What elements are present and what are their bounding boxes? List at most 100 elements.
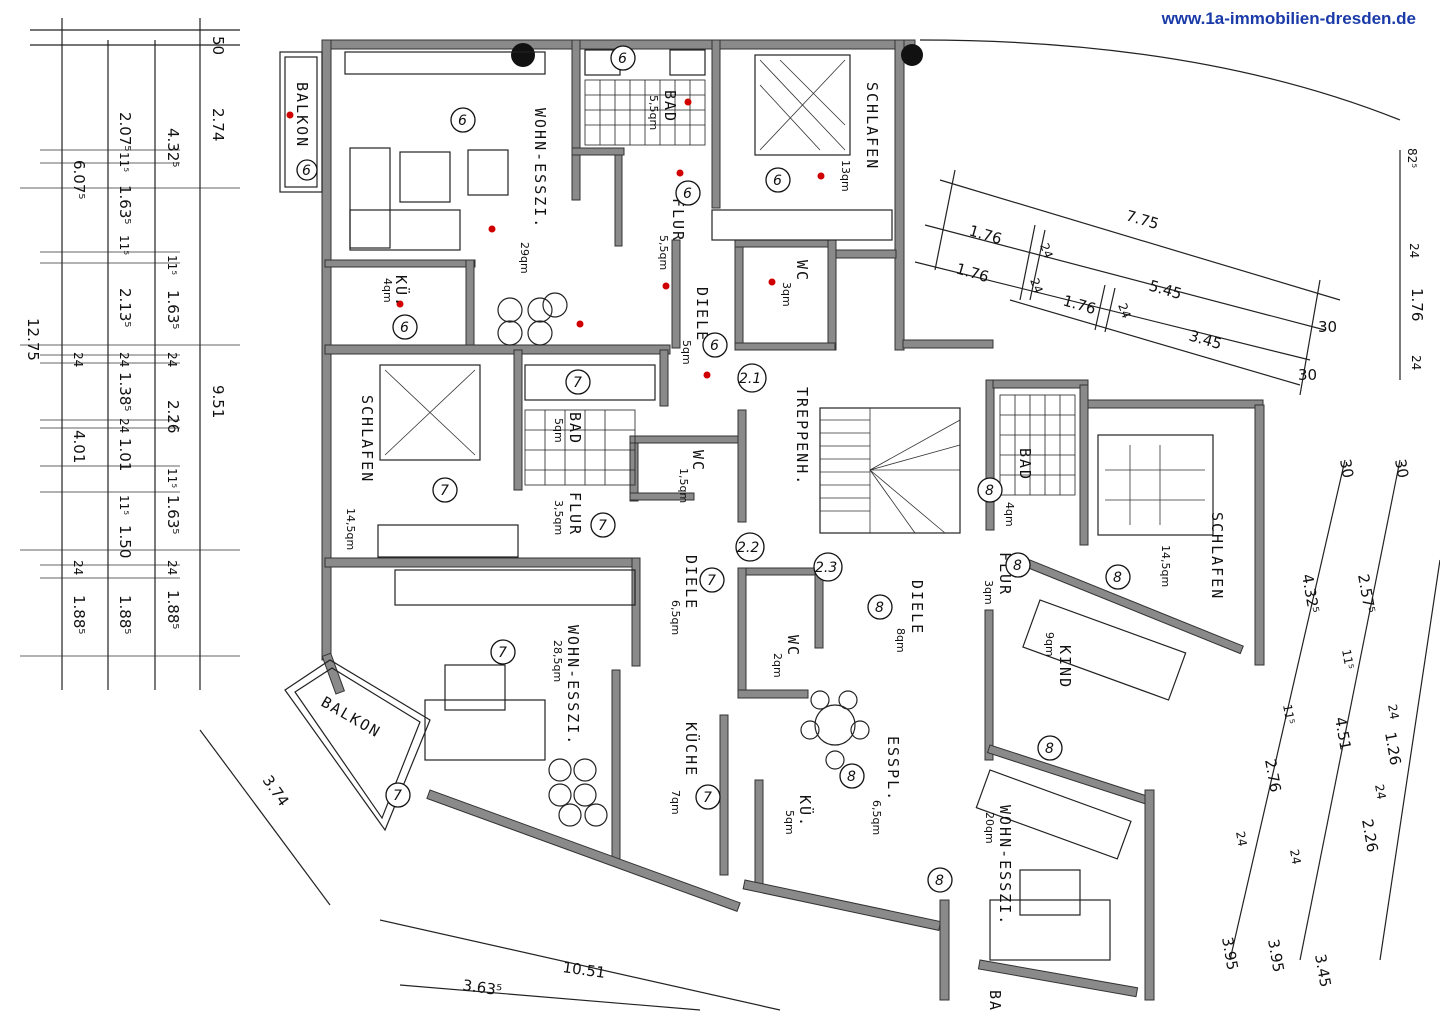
room-label-esspl: ESSPL. (884, 736, 902, 802)
room-area: 5qm (783, 810, 796, 835)
left-dimension-chain: 50 2.74 4.32⁵ 2.07⁵ 6.07⁵ 11⁵ 1.63⁵ 11⁵ … (20, 18, 240, 690)
stair-marker: 2.1 (739, 371, 761, 387)
room-area: 1,5qm (677, 468, 690, 503)
dim-label: 24 (1409, 355, 1423, 370)
dim-label: 1.88⁵ (164, 590, 182, 629)
right-dimension-chains: 30 30 4.32⁵ 2.57⁵ 11⁵ 11⁵ 4.51 24 1.26 2… (1218, 458, 1440, 989)
dim-label: 5.45 (1147, 277, 1184, 304)
dim-label: 24 (71, 560, 85, 575)
dim-label: 3.74 (259, 772, 293, 810)
room-label-wc-low: WC (784, 635, 802, 657)
room-area: 29qm (518, 242, 531, 274)
dim-label: 24 (1233, 830, 1249, 847)
dim-label: 1.76 (1408, 288, 1426, 321)
room-label-wohn-essz-right: WOHN-ESSZI. (996, 805, 1014, 926)
apartment-marker: 7 (598, 518, 607, 534)
room-label-balkon: BALKON (293, 82, 311, 148)
room-label-flur: FLUR (669, 198, 687, 242)
dim-label: 24 (1385, 703, 1401, 720)
dim-label: 30 (1318, 318, 1337, 336)
apartment-marker: 8 (847, 769, 856, 785)
dim-label: 1.63⁵ (164, 290, 182, 329)
dim-label: 24 (1372, 783, 1388, 800)
apartment-marker: 7 (573, 375, 582, 391)
apartment-marker: 8 (1013, 558, 1022, 574)
room-area: 4qm (381, 278, 394, 303)
dim-label: 1.63⁵ (164, 495, 182, 534)
dim-label: 24 (1287, 848, 1303, 865)
apartment-marker: 6 (618, 51, 627, 67)
dim-label: 24 (71, 352, 85, 367)
room-area: 14,5qm (1159, 545, 1172, 587)
top-right-dimension-chain: 7.75 1.76 24 1.76 24 5.45 1.76 24 3.45 3… (914, 148, 1426, 396)
room-label-kue-low: KÜ. (796, 795, 815, 828)
dim-label: 3.45 (1311, 953, 1335, 989)
dim-label: 2.13⁵ (116, 288, 134, 327)
room-label-treppenh: TREPPENH. (793, 387, 811, 486)
room-area: 20qm (983, 812, 996, 844)
room-label-kind: KIND (1056, 645, 1074, 689)
room-label-bad-right: BAD (1016, 448, 1034, 481)
boundary-arc (919, 39, 1401, 121)
room-label-flur-mid: FLUR (566, 492, 584, 536)
dim-label: 1.88⁵ (116, 595, 134, 634)
staircase (819, 407, 961, 534)
dim-label: 2.74 (209, 108, 227, 141)
room-area: 3qm (982, 580, 995, 605)
dim-label: 24 (165, 560, 179, 575)
room-label-diele-mid: DIELE (682, 555, 700, 610)
room-label-bad-mid: BAD (566, 412, 584, 445)
apartment-marker: 8 (1113, 570, 1122, 586)
apartment-marker: 8 (1045, 741, 1054, 757)
dim-label: 3.95 (1264, 938, 1288, 974)
dim-label: 1.76 (1061, 292, 1098, 319)
apartment-marker: 7 (440, 483, 449, 499)
dim-label: 4.01 (70, 430, 88, 463)
dim-label: 11⁵ (117, 495, 131, 515)
room-label-schlafen: SCHLAFEN (863, 82, 881, 170)
apartment-marker: 6 (710, 338, 719, 354)
apartment-marker: 6 (458, 113, 467, 129)
dim-label: 12.75 (24, 318, 42, 361)
dim-label: 9.51 (209, 385, 227, 418)
dim-label: 11⁵ (1339, 648, 1356, 670)
dim-label: 24 (165, 352, 179, 367)
watermark-url[interactable]: www.1a-immobilien-dresden.de (1161, 9, 1416, 28)
apartment-markers: 6 6 6 6 6 6 6 7 7 7 7 7 7 7 8 8 8 8 8 8 … (296, 45, 1131, 893)
dim-label: 2.26 (1358, 818, 1382, 854)
room-area: 3,5qm (552, 500, 565, 535)
dim-label: 1.50 (116, 525, 134, 558)
room-label-bad: BAD (661, 90, 679, 123)
room-label-schlafen-left: SCHLAFEN (358, 395, 376, 483)
apartment-marker: 6 (683, 186, 692, 202)
room-label-diele: DIELE (693, 287, 711, 342)
dim-label: 82⁵ (1405, 148, 1419, 168)
room-area: 8qm (894, 628, 907, 653)
stair-marker: 2.2 (737, 540, 759, 556)
apartment-marker: 8 (935, 873, 944, 889)
walls (321, 39, 1265, 1001)
apartment-marker: 7 (703, 790, 712, 806)
dim-label: 11⁵ (165, 255, 179, 275)
dim-label: 30 (1336, 458, 1357, 480)
dim-label: 11⁵ (165, 468, 179, 488)
room-label-wc-mid: WC (689, 450, 707, 472)
apartment-marker: 7 (393, 788, 402, 804)
room-label-balkon-low: BALKON (318, 693, 384, 742)
dim-label: 11⁵ (1280, 703, 1297, 725)
room-label-balkon-right: BA (986, 990, 1004, 1012)
room-label-kueche: KÜCHE (682, 722, 701, 777)
dim-label: 1.63⁵ (116, 185, 134, 224)
stair-marker: 2.3 (815, 560, 837, 576)
dim-label: 1.26 (1381, 731, 1405, 767)
room-area: 2qm (771, 653, 784, 678)
red-dots (286, 98, 825, 379)
dim-label: 1.38⁵ (116, 372, 134, 411)
dim-label: 4.32⁵ (164, 128, 182, 167)
dim-label: 4.51 (1331, 716, 1355, 752)
room-label-wohn-essz: WOHN-ESSZI. (531, 108, 549, 229)
dim-label: 11⁵ (117, 235, 131, 255)
room-label-kue: KÜ. (392, 275, 411, 308)
dim-label: 2.26 (164, 400, 182, 433)
